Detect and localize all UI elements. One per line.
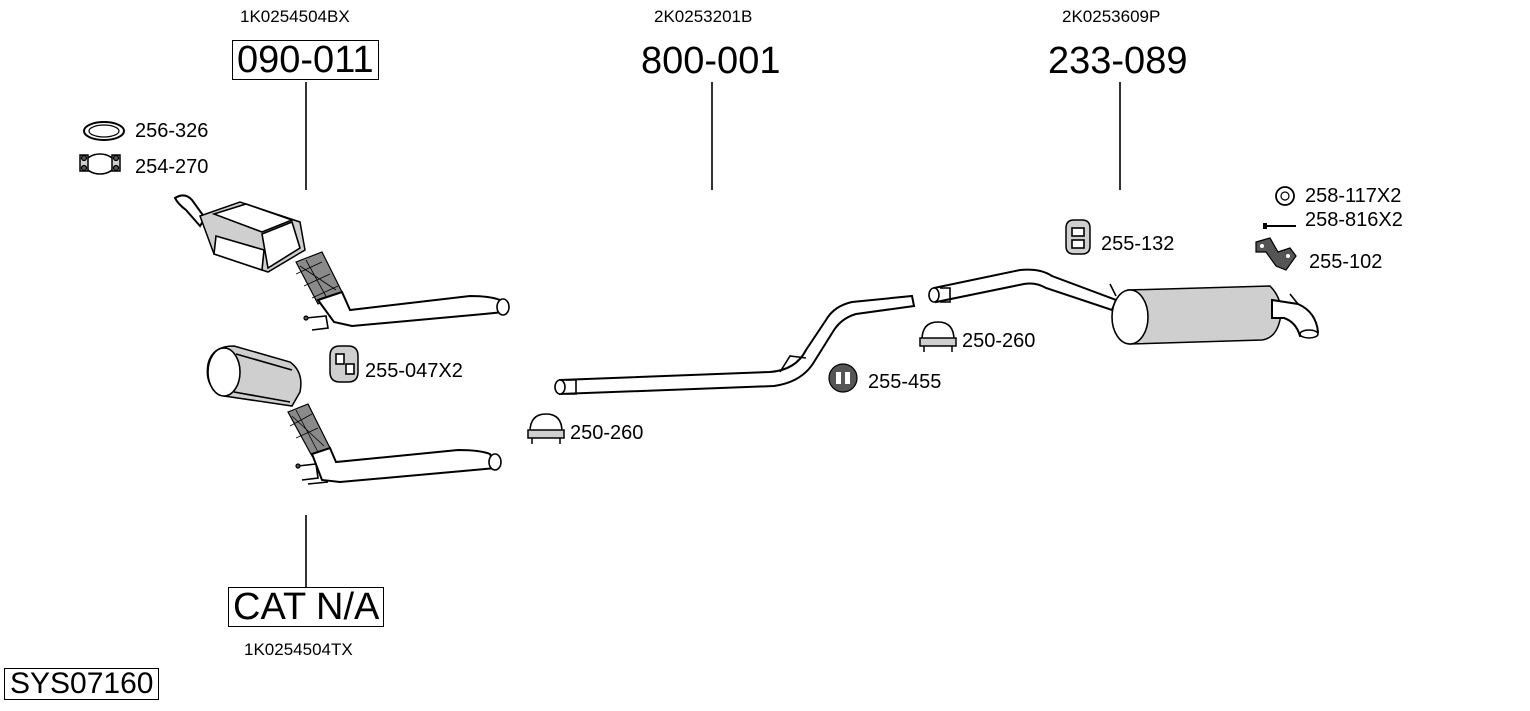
upper-catalyst-assembly [173,194,510,331]
u-clamp-icon [527,413,565,444]
assembly-number-right: 233-089 [1048,40,1188,82]
rubber-hanger-icon [1065,219,1091,255]
oem-number-mid: 2K0253201B [654,7,753,26]
part-label-bolt: 258-816X2 [1305,209,1403,231]
part-label-bracket: 255-102 [1309,251,1383,273]
part-label-gasket: 256-326 [135,120,209,142]
washer-icon [1275,186,1295,206]
oem-number-left: 1K0254504BX [240,7,350,26]
part-label-hanger-left: 255-047X2 [365,360,463,382]
round-hanger-icon [828,363,858,393]
band-clamp-icon [79,153,121,175]
bolt-icon [1263,223,1296,229]
part-label-clamp-mid-right: 250-260 [962,330,1036,352]
part-label-clamp-mid-left: 250-260 [570,422,644,444]
oem-number-right: 2K0253609P [1062,7,1161,26]
rubber-hanger-icon [329,345,359,383]
assembly-number-bottom: CAT N/A [228,587,385,627]
gasket-ring-icon [83,121,125,141]
assembly-number-left: 090-011 [232,40,379,80]
part-label-clamp-top: 254-270 [135,156,209,178]
oem-number-bottom: 1K0254504TX [244,640,353,659]
rear-silencer-assembly [928,268,1320,345]
lower-catalyst-assembly [206,345,502,485]
part-label-hanger-mid: 255-455 [868,371,942,393]
part-label-hanger-right: 255-132 [1101,233,1175,255]
bracket-icon [1255,237,1297,271]
middle-pipe [554,294,916,396]
part-label-washer: 258-117X2 [1305,185,1402,207]
system-code: SYS07160 [4,668,160,700]
assembly-number-mid: 800-001 [641,40,781,82]
u-clamp-icon [919,321,957,352]
